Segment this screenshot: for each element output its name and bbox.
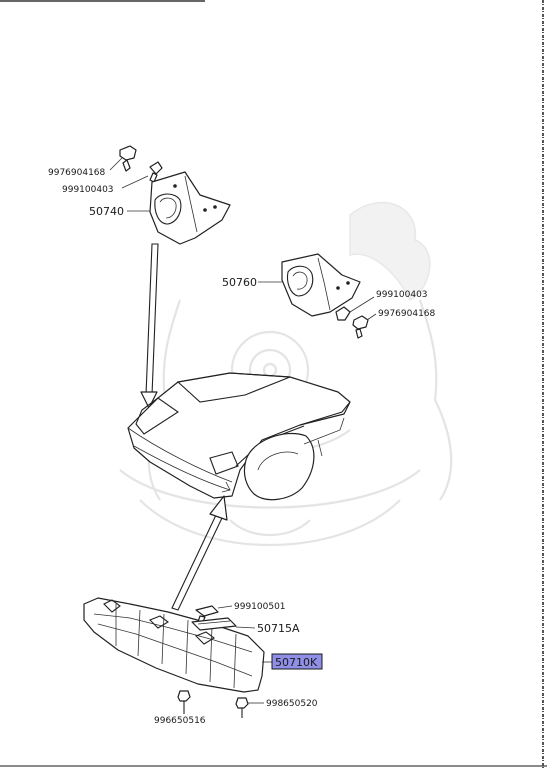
label-undercover[interactable]: 50710K <box>275 656 318 669</box>
arrow-bracket-to-car <box>140 243 159 409</box>
label-clip-right: 999100403 <box>376 290 428 300</box>
arrow-undercover-to-car <box>171 495 228 611</box>
bolt-right-icon <box>352 315 369 339</box>
bracket-right-part <box>281 253 361 317</box>
label-bracket-left: 50740 <box>89 205 124 218</box>
label-strip: 50715A <box>257 622 300 635</box>
undercover-part <box>83 597 265 693</box>
bolt-bottom-right-icon <box>235 697 249 718</box>
label-bracket-right: 50760 <box>222 276 257 289</box>
label-bolt-right: 9976904168 <box>378 309 436 319</box>
label-clip-top-left: 999100403 <box>62 185 114 195</box>
label-clip-front: 999100501 <box>234 602 286 612</box>
clip-front-icon <box>195 605 219 625</box>
strip-part <box>191 617 237 631</box>
car-front-body <box>127 372 351 501</box>
highlight-undercover-label <box>271 653 323 670</box>
label-bolt-bottom-right: 998650520 <box>266 699 318 709</box>
bracket-left-part <box>149 171 231 245</box>
bolt-top-left-icon <box>119 145 137 172</box>
label-bolt-top-left: 9976904168 <box>48 168 106 178</box>
label-bolt-bottom-left: 996650516 <box>154 716 206 726</box>
clip-top-left-icon <box>149 161 163 183</box>
clip-right-icon <box>335 306 351 321</box>
bolt-bottom-left-icon <box>177 690 191 714</box>
